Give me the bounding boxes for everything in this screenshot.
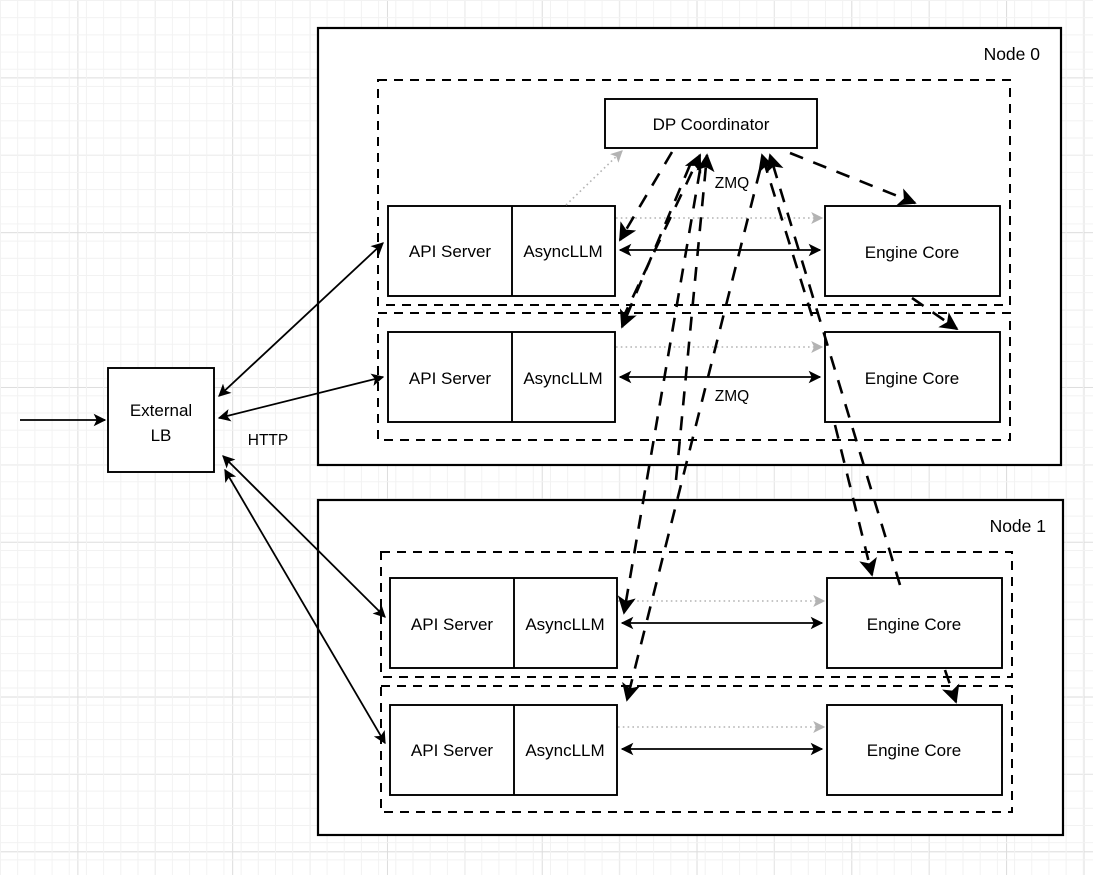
node-1-row-1-enginecore-box[interactable] xyxy=(826,704,1003,796)
node-1-row-1-apiserver-box[interactable] xyxy=(389,704,618,796)
dashed-edge-coordinator-to-node0-row1-asyncllm xyxy=(619,164,692,329)
node-1-row-1-asyncllm-label: AsyncLLM xyxy=(525,741,604,760)
dashed-edge-coordinator-to-node0-row0-enginecore xyxy=(789,151,917,206)
node-1-row-0-apiserver-box[interactable] xyxy=(389,577,618,669)
node-0-row-0-group xyxy=(377,79,1011,306)
dashed-edge-node0-row1-asyncllm-to-coordinator xyxy=(620,153,702,321)
node-0-label: Node 0 xyxy=(984,44,1041,64)
dashed-edge-node1-to-coordinator-a xyxy=(674,153,715,481)
node-0-row-0-enginecore-box[interactable] xyxy=(824,205,1001,297)
node-0-row-0-engine-core-label: Engine Core xyxy=(865,243,960,262)
zmq-label-top: ZMQ xyxy=(715,175,749,192)
node-0-row-1-apiserver-box[interactable] xyxy=(387,331,616,423)
node-0-row-1-engine-core-label: Engine Core xyxy=(865,369,960,388)
dp-coordinator-label: DP Coordinator xyxy=(653,115,770,134)
dashed-edge-node0-row1-enginecore-to-coordinator xyxy=(758,153,814,317)
dp-coordinator-box[interactable] xyxy=(604,98,818,149)
node-0-row-1-group xyxy=(377,312,1011,441)
external-lb-box[interactable] xyxy=(107,367,215,473)
http-label: HTTP xyxy=(248,432,288,449)
node-0-row-1-enginecore-box[interactable] xyxy=(824,331,1001,423)
node-1-row-0-asyncllm-label: AsyncLLM xyxy=(525,615,604,634)
dashed-edge-coordinator-to-node1-row1-asyncllm xyxy=(622,169,762,702)
node-0-row-1-asyncllm-label: AsyncLLM xyxy=(523,369,602,388)
external-lb-label-line1: External xyxy=(130,401,192,420)
node-1-row-1-group xyxy=(380,685,1013,813)
dashed-edge-to-node1-row1-enginecore xyxy=(942,669,960,704)
node-0-row-0-apiserver-box[interactable] xyxy=(387,205,616,297)
node-1-label: Node 1 xyxy=(990,516,1046,536)
node-1-row-0-group xyxy=(380,551,1013,678)
external-lb-label-line2: LB xyxy=(151,426,172,445)
node-1-row-1-engine-core-label: Engine Core xyxy=(867,741,962,760)
edge-lb-to-node0-row0-apiserver xyxy=(218,242,384,397)
dotted-edge-asyncllm-to-dp-coordinator xyxy=(565,150,623,206)
edge-lb-to-node1-row1-apiserver xyxy=(224,468,386,745)
zmq-label-second: ZMQ xyxy=(715,388,749,405)
node-1-row-0-enginecore-box[interactable] xyxy=(826,577,1003,669)
edge-lb-to-node0-row1-apiserver xyxy=(217,373,385,422)
dashed-edge-to-node0-row1-enginecore xyxy=(911,296,959,331)
node-1-row-0-engine-core-label: Engine Core xyxy=(867,615,962,634)
node-1-row-0-api-server-label: API Server xyxy=(411,615,494,634)
node-0-row-0-asyncllm-label: AsyncLLM xyxy=(523,242,602,261)
node-0-row-1-api-server-label: API Server xyxy=(409,369,492,388)
dashed-edge-to-node1-row0-enginecore xyxy=(833,424,877,577)
node-1-row-1-api-server-label: API Server xyxy=(411,741,494,760)
dashed-edge-coordinator-to-node0-row0-asyncllm xyxy=(618,151,674,242)
node-0-row-0-api-server-label: API Server xyxy=(409,242,492,261)
